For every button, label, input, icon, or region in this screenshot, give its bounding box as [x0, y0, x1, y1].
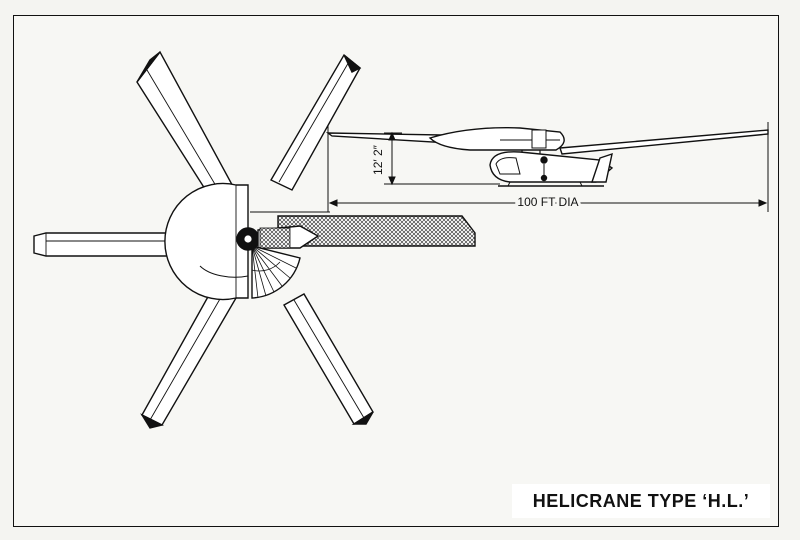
diagram-title: HELICRANE TYPE ‘H.L.’	[512, 484, 770, 518]
side-tail	[591, 152, 613, 183]
rotor-blade-lower-right	[283, 293, 374, 425]
height-label: 12′ 2″	[371, 144, 385, 175]
fuselage-boom	[250, 211, 330, 249]
rotor-blade-upper-left	[136, 50, 238, 201]
cabin-fan	[251, 245, 301, 299]
rotor-blade-lower-left	[140, 285, 237, 429]
rotor-hub	[164, 182, 260, 301]
side-blade-right	[559, 129, 769, 155]
dimension-lines	[327, 122, 769, 212]
side-rotor-head	[428, 127, 565, 151]
rotor-blade-upper-right	[270, 53, 362, 191]
drawing-frame	[13, 15, 779, 527]
plan-view	[33, 50, 476, 429]
diameter-label: 100 FT DIA	[517, 195, 578, 209]
side-elevation	[325, 127, 769, 187]
